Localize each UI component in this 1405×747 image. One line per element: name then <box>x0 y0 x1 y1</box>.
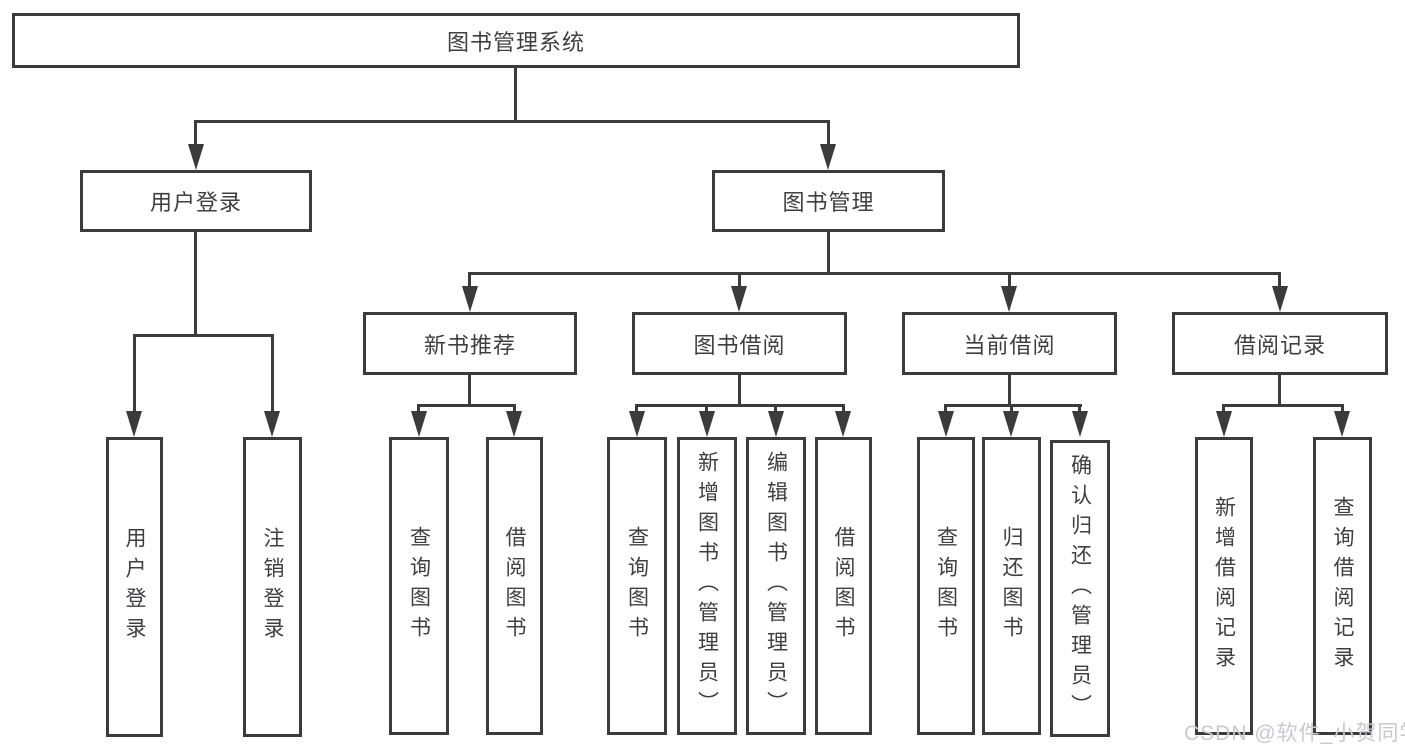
connector-line <box>738 272 741 290</box>
leaf-confirm-return-admin: 确认归还（管理员） <box>1050 440 1110 737</box>
arrow-down-icon <box>1003 411 1019 437</box>
arrow-down-icon <box>1072 411 1088 437</box>
watermark: CSDN @软件_小贺同学 <box>1184 722 1405 745</box>
connector-line <box>1008 375 1011 407</box>
node-new-book-recommend: 新书推荐 <box>363 312 577 375</box>
node-label: 新增图书（管理员） <box>695 451 719 721</box>
node-user-login: 用户登录 <box>80 170 312 232</box>
leaf-borrow-books-recommend: 借阅图书 <box>486 437 543 735</box>
node-book-borrow: 图书借阅 <box>632 312 847 375</box>
connector-line <box>133 334 136 413</box>
connector-line <box>705 404 708 416</box>
node-label: 用户登录 <box>149 190 242 215</box>
arrow-down-icon <box>462 286 478 312</box>
connector-line <box>827 232 830 275</box>
leaf-query-books-current: 查询图书 <box>917 437 975 735</box>
connector-line <box>827 120 830 148</box>
connector-line <box>1222 404 1344 407</box>
node-book-management: 图书管理 <box>712 170 945 232</box>
connector-line <box>1341 404 1344 416</box>
node-label: 查询图书 <box>407 526 431 646</box>
connector-line <box>271 334 274 413</box>
arrow-down-icon <box>264 411 280 437</box>
leaf-return-books: 归还图书 <box>982 437 1041 735</box>
connector-line <box>514 68 517 123</box>
connector-line <box>468 272 1281 275</box>
connector-line <box>738 375 741 407</box>
node-label: 查询借阅记录 <box>1331 496 1354 676</box>
arrow-down-icon <box>629 411 645 437</box>
node-label: 图书管理系统 <box>446 29 585 55</box>
node-current-borrow: 当前借阅 <box>902 312 1117 375</box>
connector-line <box>194 232 197 337</box>
connector-line <box>133 334 274 337</box>
arrow-down-icon <box>1001 286 1017 312</box>
connector-line <box>944 404 1082 407</box>
connector-line <box>194 120 197 148</box>
arrow-down-icon <box>835 411 851 437</box>
connector-line <box>468 272 471 290</box>
arrow-down-icon <box>938 411 954 437</box>
connector-line <box>1008 272 1011 290</box>
connector-line <box>468 375 471 407</box>
node-label: 编辑图书（管理员） <box>764 451 788 721</box>
arrow-down-icon <box>820 144 836 170</box>
leaf-user-login: 用户登录 <box>106 437 163 737</box>
arrow-down-icon <box>1272 286 1288 312</box>
arrow-down-icon <box>768 411 784 437</box>
arrow-down-icon <box>1216 411 1232 437</box>
node-label: 注销登录 <box>261 527 284 647</box>
leaf-logout: 注销登录 <box>243 437 302 737</box>
node-label: 新增借阅记录 <box>1212 496 1236 676</box>
leaf-add-books-admin: 新增图书（管理员） <box>677 437 737 735</box>
node-library-system: 图书管理系统 <box>12 13 1020 68</box>
leaf-borrow-books: 借阅图书 <box>815 437 872 735</box>
leaf-query-books-recommend: 查询图书 <box>389 437 449 735</box>
node-label: 查询图书 <box>625 526 649 646</box>
arrow-down-icon <box>126 411 142 437</box>
node-label: 新书推荐 <box>423 332 516 358</box>
connector-line <box>774 404 777 416</box>
node-label: 图书借阅 <box>693 332 786 358</box>
arrow-down-icon <box>699 411 715 437</box>
arrow-down-icon <box>188 144 204 170</box>
connector-line <box>1278 375 1281 407</box>
connector-line <box>513 404 516 416</box>
connector-line <box>635 404 638 416</box>
connector-line <box>1010 404 1013 416</box>
arrow-down-icon <box>506 411 522 437</box>
leaf-add-borrow-record: 新增借阅记录 <box>1195 437 1253 735</box>
node-label: 借阅记录 <box>1233 332 1326 358</box>
node-borrow-record: 借阅记录 <box>1172 312 1388 375</box>
leaf-query-books-borrow: 查询图书 <box>607 437 667 735</box>
connector-line <box>635 404 845 407</box>
connector-line <box>1222 404 1225 416</box>
leaf-edit-books-admin: 编辑图书（管理员） <box>746 437 806 735</box>
node-label: 图书管理 <box>782 190 875 215</box>
connector-line <box>944 404 947 416</box>
arrow-down-icon <box>411 411 427 437</box>
node-label: 用户登录 <box>123 527 146 647</box>
node-label: 归还图书 <box>1000 526 1023 646</box>
node-label: 借阅图书 <box>832 526 855 646</box>
node-label: 确认归还（管理员） <box>1068 453 1092 724</box>
node-label: 查询图书 <box>934 526 958 646</box>
node-label: 借阅图书 <box>503 526 526 646</box>
leaf-query-borrow-record: 查询借阅记录 <box>1313 437 1372 735</box>
connector-line <box>417 404 420 416</box>
arrow-down-icon <box>1334 411 1350 437</box>
connector-line <box>417 404 516 407</box>
connector-line <box>194 120 830 123</box>
node-label: 当前借阅 <box>963 332 1056 358</box>
arrow-down-icon <box>731 286 747 312</box>
connector-line <box>1278 272 1281 290</box>
connector-line <box>842 404 845 416</box>
connector-line <box>1078 404 1081 416</box>
